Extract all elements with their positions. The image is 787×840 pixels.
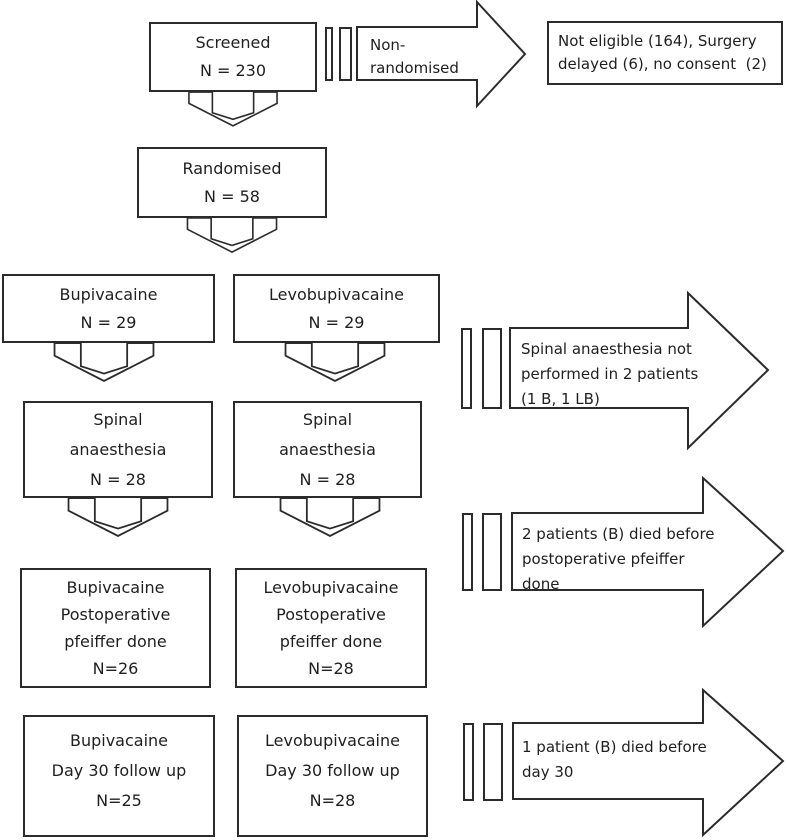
text-line: pfeiffer done (64, 632, 167, 651)
text-line: anaesthesia (69, 439, 167, 459)
text-line: N = 29 (308, 312, 365, 332)
text-line: day 30 (522, 763, 574, 781)
text-line: N=25 (96, 791, 142, 810)
arrow-label-died-before-pfeiffer: 2 patients (B) died before postoperative… (522, 522, 722, 597)
text-line: Levobupivacaine (269, 284, 404, 304)
text-line: N = 230 (199, 61, 267, 80)
arrow-label-non-randomised: Non- randomised (370, 34, 480, 80)
text-line: 1 patient (B) died before (522, 738, 707, 756)
box-bupivacaine: Bupivacaine N = 29 (2, 274, 215, 343)
text-line: N=28 (309, 791, 356, 810)
box-pfeiffer-bupivacaine: Bupivacaine Postoperative pfeiffer done … (20, 568, 211, 688)
arrow-label-died-before-day30: 1 patient (B) died before day 30 (522, 735, 732, 785)
stripe-bar-icon (462, 513, 473, 591)
text-line: Non- (370, 36, 406, 54)
text-line: performed in 2 patients (521, 365, 699, 383)
box-not-eligible: Not eligible (164), Surgery delayed (6),… (547, 21, 783, 85)
text-line: Randomised (182, 158, 282, 178)
right-arrow-died-before-day30-icon (512, 687, 785, 838)
text-line: delayed (6), no consent (2) (558, 55, 767, 73)
text-line: randomised (370, 59, 459, 77)
text-line: N = 58 (204, 186, 260, 206)
box-randomised: Randomised N = 58 (137, 147, 327, 218)
stripe-bar-icon (483, 723, 503, 801)
text-line: 2 patients (B) died before (522, 525, 715, 543)
box-screened: Screened N = 230 (149, 22, 317, 92)
text-line: Spinal anaesthesia not (521, 340, 692, 358)
stripe-bar-icon (339, 27, 352, 81)
text-line: Postoperative (60, 605, 171, 624)
down-arrow-from-bupivacaine-icon (53, 342, 155, 382)
text-line: Screened (195, 33, 271, 52)
stripe-bar-icon (482, 328, 502, 409)
down-arrow-from-spinal-levobupivacaine-icon (279, 497, 381, 537)
down-arrow-from-spinal-bupivacaine-icon (67, 497, 169, 537)
stripe-bar-icon (325, 27, 333, 81)
box-levobupivacaine: Levobupivacaine N = 29 (233, 274, 440, 343)
right-arrow-died-before-pfeiffer-icon (511, 475, 785, 629)
arrow-label-spinal-not-performed: Spinal anaesthesia not performed in 2 pa… (521, 337, 721, 412)
box-spinal-levobupivacaine: Spinal anaesthesia N = 28 (233, 401, 422, 498)
text-line: N=28 (308, 659, 354, 678)
text-line: N = 29 (80, 312, 137, 332)
text-line: Spinal (93, 409, 143, 429)
text-line: Bupivacaine (59, 284, 158, 304)
text-line: Bupivacaine (66, 578, 165, 597)
box-day30-bupivacaine: Bupivacaine Day 30 follow up N=25 (23, 715, 215, 837)
text-line: Levobupivacaine (263, 578, 399, 597)
stripe-bar-icon (482, 513, 502, 591)
box-spinal-bupivacaine: Spinal anaesthesia N = 28 (23, 401, 213, 498)
text-line: anaesthesia (279, 439, 376, 459)
text-line: Levobupivacaine (265, 731, 400, 750)
text-line: pfeiffer done (279, 632, 383, 651)
text-line: Day 30 follow up (265, 761, 400, 780)
box-pfeiffer-levobupivacaine: Levobupivacaine Postoperative pfeiffer d… (235, 568, 427, 688)
text-line: N = 28 (299, 469, 356, 489)
text-line: N = 28 (90, 469, 146, 489)
text-line: N=26 (92, 659, 139, 678)
text-line: Day 30 follow up (51, 761, 187, 780)
box-day30-levobupivacaine: Levobupivacaine Day 30 follow up N=28 (237, 715, 428, 837)
text-line: Bupivacaine (69, 731, 169, 750)
down-arrow-from-levobupivacaine-icon (284, 342, 386, 382)
text-line: (1 B, 1 LB) (521, 390, 600, 408)
right-arrow-non-randomised-icon (356, 0, 527, 109)
stripe-bar-icon (463, 723, 474, 801)
stripe-bar-icon (461, 328, 472, 409)
down-arrow-from-screened-icon (188, 91, 278, 127)
text-line: done (522, 575, 560, 593)
text-line: Not eligible (164), Surgery (558, 32, 757, 50)
right-arrow-spinal-not-performed-icon (509, 290, 770, 451)
text-line: Spinal (302, 409, 353, 429)
down-arrow-from-randomised-icon (186, 217, 278, 253)
text-line: Postoperative (276, 605, 386, 624)
text-line: postoperative pfeiffer (522, 550, 685, 568)
